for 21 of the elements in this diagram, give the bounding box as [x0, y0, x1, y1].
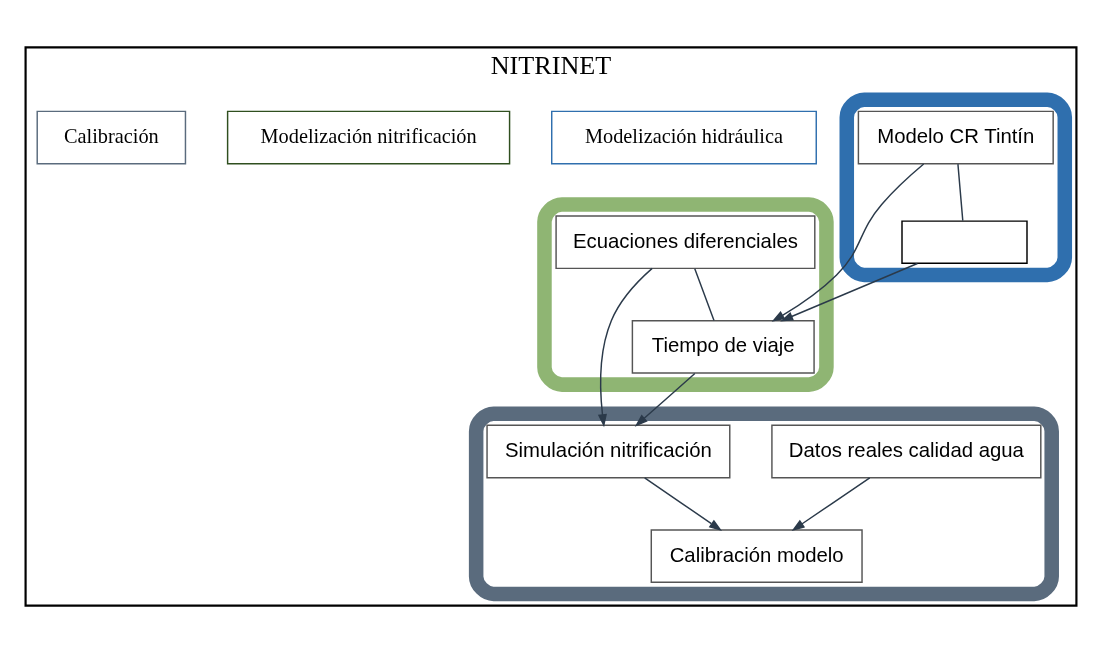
node-box: Modelo CR Tintín — [857, 110, 1054, 164]
connector — [694, 267, 715, 321]
arrow — [771, 162, 925, 322]
arrow — [597, 267, 653, 427]
arrow — [643, 476, 723, 531]
node-box: Modelización hidráulica — [551, 110, 817, 164]
connector — [957, 162, 964, 221]
node-box: Calibración — [36, 110, 187, 164]
cluster — [468, 405, 1059, 601]
cluster — [537, 196, 834, 392]
node-box — [901, 219, 1028, 264]
node-box: Tiempo de viaje — [631, 319, 815, 374]
node-box: Datos reales calidad agua — [771, 424, 1042, 478]
cluster — [839, 92, 1073, 282]
node-box: Ecuaciones diferenciales — [555, 214, 816, 269]
arrow — [791, 476, 871, 531]
arrow — [780, 262, 919, 321]
arrow — [634, 372, 696, 427]
node-box: Modelización nitrificación — [226, 110, 511, 164]
node-box: Calibración modelo — [650, 528, 863, 583]
node-box: Simulación nitrificación — [486, 424, 731, 478]
